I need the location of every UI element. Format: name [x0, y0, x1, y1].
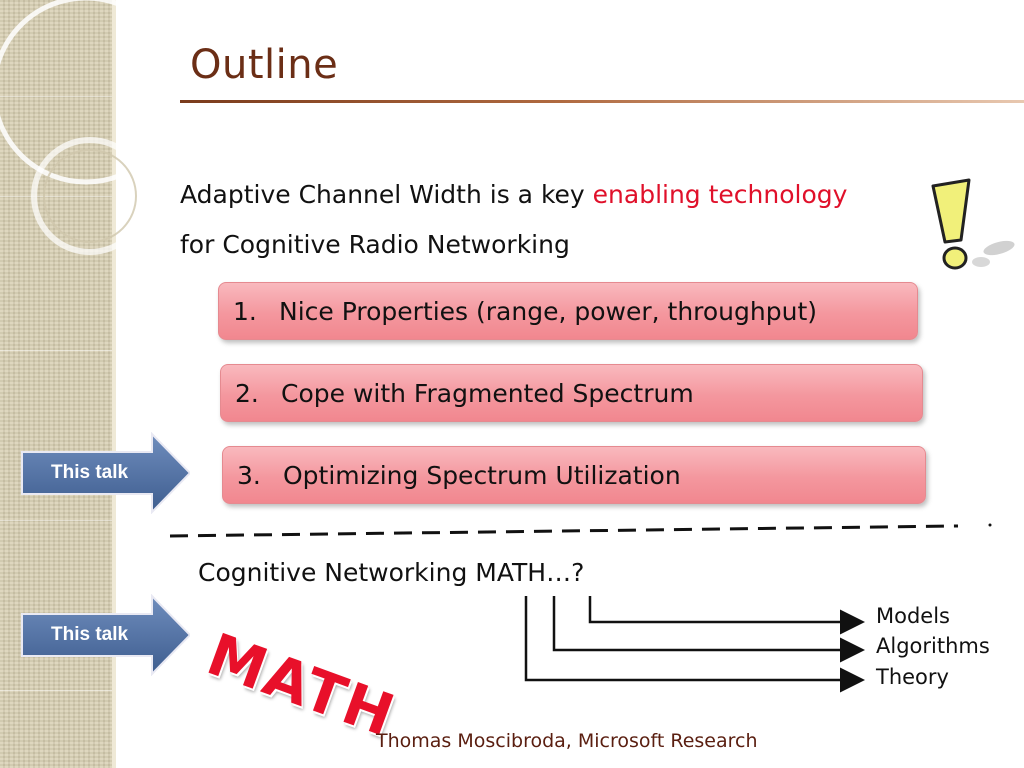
- intro-highlight: enabling technology: [592, 180, 848, 209]
- branch-theory: Theory: [876, 665, 949, 689]
- item-number: 2.: [235, 379, 259, 408]
- item-text: Nice Properties (range, power, throughpu…: [279, 297, 818, 326]
- tile-seam: [0, 350, 112, 351]
- outline-item-3: 3. Optimizing Spectrum Utilization: [222, 446, 926, 504]
- tile-seam: [0, 520, 112, 521]
- item-text: Cope with Fragmented Spectrum: [281, 379, 694, 408]
- item-text: Optimizing Spectrum Utilization: [283, 461, 681, 490]
- this-talk-label-1: This talk: [51, 462, 129, 483]
- this-talk-arrow-2: [21, 594, 190, 676]
- title-underline: [180, 100, 1024, 103]
- this-talk-label-2: This talk: [51, 624, 129, 645]
- footer-credit: Thomas Moscibroda, Microsoft Research: [376, 730, 758, 752]
- math-wordart: MATH: [198, 620, 405, 751]
- page-title: Outline: [190, 42, 339, 88]
- this-talk-arrow-1: [21, 432, 190, 514]
- branch-models: Models: [876, 604, 950, 628]
- tile-seam: [0, 96, 112, 97]
- math-branch-connectors: [524, 596, 865, 693]
- intro-line2: for Cognitive Radio Networking: [180, 230, 570, 259]
- branch-algorithms: Algorithms: [876, 634, 990, 658]
- intro-text: Adaptive Channel Width is a key enabling…: [180, 170, 847, 270]
- intro-line1: Adaptive Channel Width is a key: [180, 180, 593, 209]
- dashed-divider: [169, 523, 992, 538]
- item-number: 3.: [237, 461, 261, 490]
- outline-item-2: 2. Cope with Fragmented Spectrum: [220, 364, 923, 422]
- math-question: Cognitive Networking MATH…?: [198, 558, 585, 587]
- tile-seam: [0, 196, 112, 197]
- item-number: 1.: [233, 297, 257, 326]
- exclamation-icon: [931, 178, 1015, 270]
- tile-seam: [0, 690, 112, 691]
- band-edge: [112, 0, 116, 768]
- outline-item-1: 1. Nice Properties (range, power, through…: [218, 282, 918, 340]
